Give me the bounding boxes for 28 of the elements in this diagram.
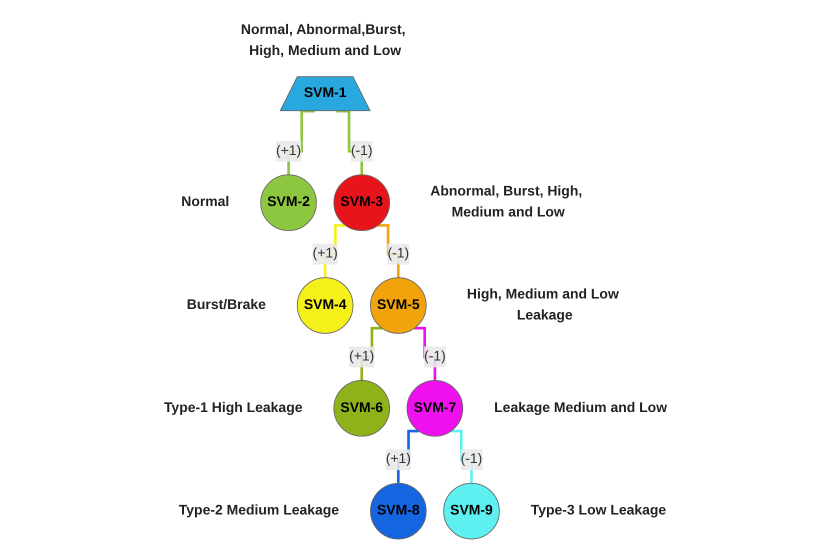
- edge-label: (-1): [387, 246, 410, 262]
- edge-label: (-1): [424, 349, 446, 364]
- node-circle: SVM-5: [370, 277, 427, 334]
- edge-label: (+1): [349, 349, 374, 364]
- node-circle: SVM-6: [333, 380, 390, 437]
- connector: [414, 326, 436, 382]
- node-circle: SVM-9: [443, 482, 500, 540]
- edge-label: (+1): [386, 452, 411, 467]
- edge-label: (-1): [350, 143, 373, 158]
- node-label: Type-2 Medium Leakage: [178, 503, 340, 518]
- node-label: Abnormal, Burst, High, Medium and Low: [430, 184, 582, 220]
- node-label: Type-1 High Leakage: [164, 400, 302, 416]
- node-label: Burst/Brake: [186, 298, 266, 312]
- connector: [451, 430, 473, 485]
- connector: [336, 110, 364, 176]
- node-label: Normal: [181, 194, 230, 210]
- node-circle: SVM-2: [260, 174, 317, 231]
- node-label: Leakage Medium and Low: [494, 400, 668, 416]
- node-circle: SVM-8: [370, 482, 427, 540]
- node-circle: SVM-4: [296, 277, 354, 334]
- edge-label: (+1): [312, 246, 338, 262]
- node-circle: SVM-3: [333, 174, 390, 231]
- edge-label: (-1): [460, 452, 482, 467]
- node-label: High, Medium and Low Leakage: [466, 287, 619, 323]
- node-label: Type-3 Low Leakage: [530, 503, 666, 518]
- edge-label: (+1): [276, 143, 302, 158]
- node-label: Normal, Abnormal,Burst, High, Medium and Low: [240, 22, 406, 58]
- node-circle: SVM-7: [406, 380, 464, 437]
